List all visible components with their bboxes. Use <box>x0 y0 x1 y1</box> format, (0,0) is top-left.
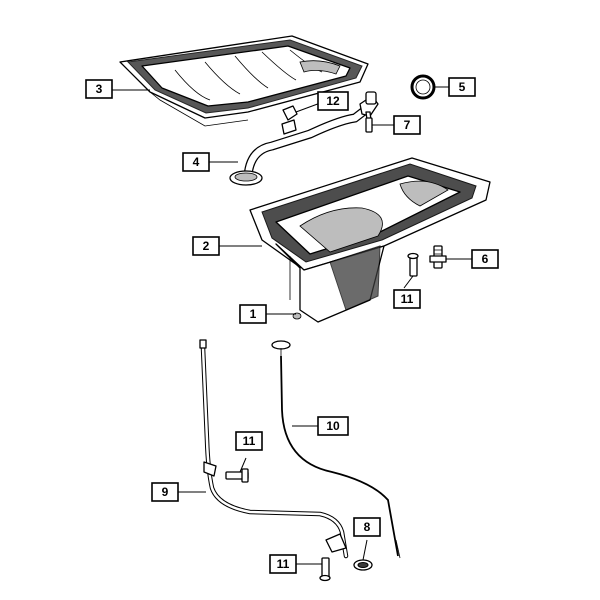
callout-number: 3 <box>96 82 103 96</box>
callout-number: 9 <box>162 485 169 499</box>
bolt-part-6 <box>429 245 447 269</box>
callout-1-box: 1 <box>239 304 267 324</box>
bolt-part-11-tube-lower <box>319 533 347 582</box>
callout-frame <box>151 482 179 502</box>
dipstick-tube-part-9 <box>199 339 349 559</box>
windage-tray-part-3 <box>119 35 369 127</box>
callout-7-box: 7 <box>393 115 421 135</box>
callout-frame <box>393 115 421 135</box>
callout-frame <box>239 304 267 324</box>
bolt-part-11-pan <box>407 252 419 277</box>
oil-pan-part-2 <box>249 157 491 323</box>
callout-number: 2 <box>203 239 210 253</box>
o-ring-part-5 <box>410 74 436 100</box>
callout-3-box: 3 <box>85 79 113 99</box>
callout-9-box: 9 <box>151 482 179 502</box>
callout-frame <box>317 416 349 436</box>
callout-frame <box>192 236 220 256</box>
callout-frame <box>85 79 113 99</box>
oil-pickup-tube-part-4 <box>229 91 379 186</box>
bolt-part-11-tube-upper <box>225 468 249 483</box>
callout-8-box: 8 <box>353 517 381 537</box>
callout-number: 5 <box>459 80 466 94</box>
callout-11a-box: 11 <box>393 289 421 309</box>
callout-frame <box>471 249 499 269</box>
callout-frame <box>182 152 210 172</box>
callout-frame <box>393 289 421 309</box>
callout-frame <box>269 554 297 574</box>
callout-number: 7 <box>404 118 411 132</box>
callout-11b-box: 11 <box>235 431 263 451</box>
callout-number: 6 <box>482 252 489 266</box>
callout-12-box: 12 <box>317 91 349 111</box>
callout-number: 11 <box>243 434 256 448</box>
callout-11c-box: 11 <box>269 554 297 574</box>
callout-frame <box>448 77 476 97</box>
callout-frame <box>353 517 381 537</box>
callout-frame <box>317 91 349 111</box>
callout-number: 8 <box>364 520 371 534</box>
callout-number: 4 <box>193 155 200 169</box>
seal-part-8 <box>353 559 373 571</box>
bolt-part-7 <box>365 117 373 133</box>
callout-5-box: 5 <box>448 77 476 97</box>
callout-number: 11 <box>401 292 414 306</box>
callout-2-box: 2 <box>192 236 220 256</box>
callout-number: 10 <box>326 419 340 433</box>
callout-frame <box>235 431 263 451</box>
callout-6-box: 6 <box>471 249 499 269</box>
callout-number: 11 <box>277 557 290 571</box>
dipstick-part-10 <box>271 340 401 559</box>
callout-4-box: 4 <box>182 152 210 172</box>
callout-number: 1 <box>250 307 257 321</box>
callout-10-box: 10 <box>317 416 349 436</box>
callout-number: 12 <box>326 94 340 108</box>
nut-part-12 <box>282 105 298 121</box>
